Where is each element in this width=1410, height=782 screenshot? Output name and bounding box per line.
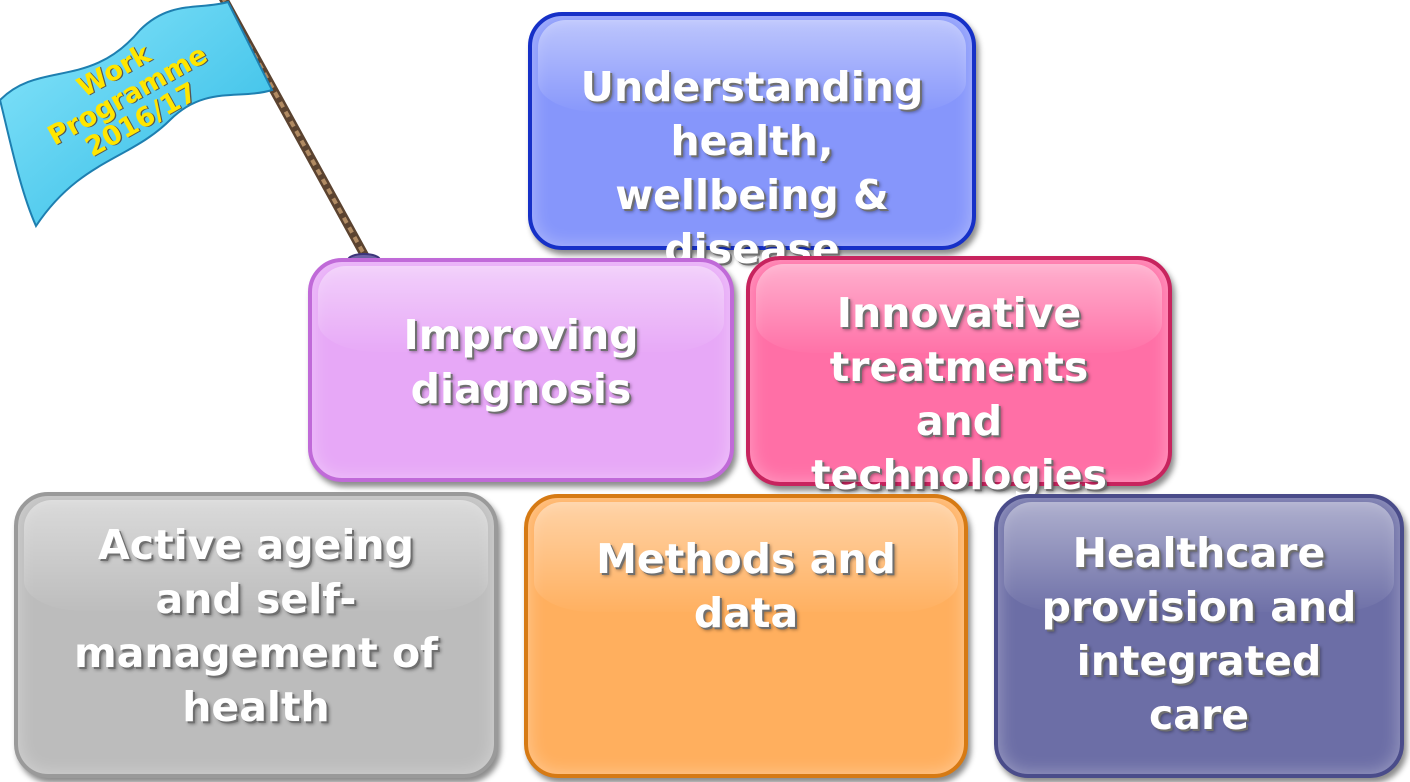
- box-understanding-health[interactable]: Understanding health, wellbeing & diseas…: [528, 12, 976, 273]
- box-innovative-treatments[interactable]: Innovative treatments and technologies: [746, 256, 1172, 499]
- box-healthcare-provision[interactable]: Healthcare provision and integrated care: [994, 494, 1404, 778]
- work-programme-flag: [0, 0, 381, 267]
- box-active-ageing-label: Active ageing and self- management of he…: [74, 521, 438, 731]
- box-improving-diagnosis[interactable]: Improving diagnosis: [308, 258, 734, 482]
- box-improving-diagnosis-label: Improving diagnosis: [403, 311, 639, 413]
- box-methods-and-data-label: Methods and data: [596, 535, 896, 637]
- box-active-ageing[interactable]: Active ageing and self- management of he…: [14, 492, 498, 778]
- box-healthcare-provision-label: Healthcare provision and integrated care: [1041, 529, 1357, 739]
- box-understanding-health-label: Understanding health, wellbeing & diseas…: [580, 63, 924, 273]
- box-innovative-treatments-label: Innovative treatments and technologies: [810, 289, 1108, 499]
- flag-cloth: [0, 0, 274, 229]
- box-methods-and-data[interactable]: Methods and data: [524, 494, 968, 778]
